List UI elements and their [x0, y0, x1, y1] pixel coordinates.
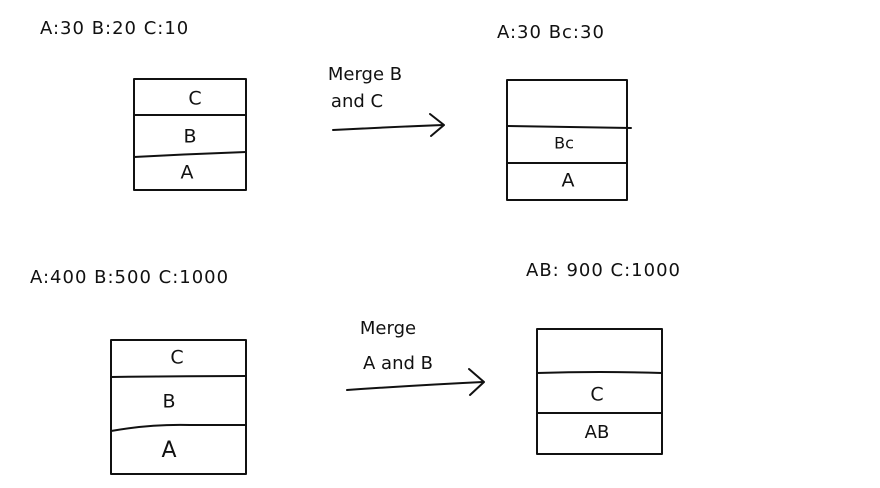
- arrow-head: [468, 368, 485, 396]
- bottom-arrow-icon: [346, 368, 485, 396]
- top-before-stack: C B A: [133, 78, 247, 191]
- bottom-after-stack: C AB: [536, 328, 663, 455]
- bottom-before-label: A:400 B:500 C:1000: [30, 267, 229, 288]
- stack-divider: [133, 151, 247, 158]
- stack-frame: [536, 328, 663, 455]
- stack-frame: [133, 78, 247, 191]
- stack-cell-label: B: [162, 391, 175, 413]
- stack-cell-label: C: [188, 88, 201, 110]
- stack-divider: [110, 423, 247, 432]
- top-arrow-icon: [332, 113, 445, 137]
- stack-cell-label: Bc: [554, 134, 574, 153]
- stack-divider: [110, 375, 247, 378]
- stack-frame: [110, 339, 247, 475]
- stack-cell-label: A: [181, 162, 194, 184]
- stack-cell-label: AB: [585, 422, 610, 443]
- stack-cell-label: A: [161, 438, 176, 463]
- stack-frame: [506, 79, 628, 201]
- bottom-merge-note-line1: Merge: [360, 318, 416, 339]
- arrow-shaft: [332, 124, 444, 131]
- bottom-row: A:400 B:500 C:1000 C B A Merge A and B A…: [30, 260, 681, 475]
- bottom-before-stack: C B A: [110, 339, 247, 475]
- top-before-label: A:30 B:20 C:10: [40, 18, 189, 39]
- bottom-after-label: AB: 900 C:1000: [526, 260, 681, 281]
- top-merge-note-line1: Merge B: [328, 64, 402, 85]
- stack-cell-label: A: [562, 170, 575, 192]
- stack-divider: [506, 125, 632, 129]
- arrow-head: [429, 113, 445, 137]
- stack-cell-label: C: [170, 347, 183, 369]
- top-row: A:30 B:20 C:10 C B A Merge B and C A:30 …: [40, 18, 632, 201]
- stack-cell-label: B: [183, 126, 196, 148]
- bottom-merge-note-line2: A and B: [363, 353, 433, 374]
- stack-cell-label: C: [590, 384, 603, 406]
- stack-divider: [536, 371, 663, 374]
- top-after-label: A:30 Bc:30: [497, 22, 605, 43]
- top-merge-note-line2: and C: [331, 91, 383, 112]
- arrow-shaft: [346, 381, 484, 391]
- top-after-stack: Bc A: [506, 79, 632, 201]
